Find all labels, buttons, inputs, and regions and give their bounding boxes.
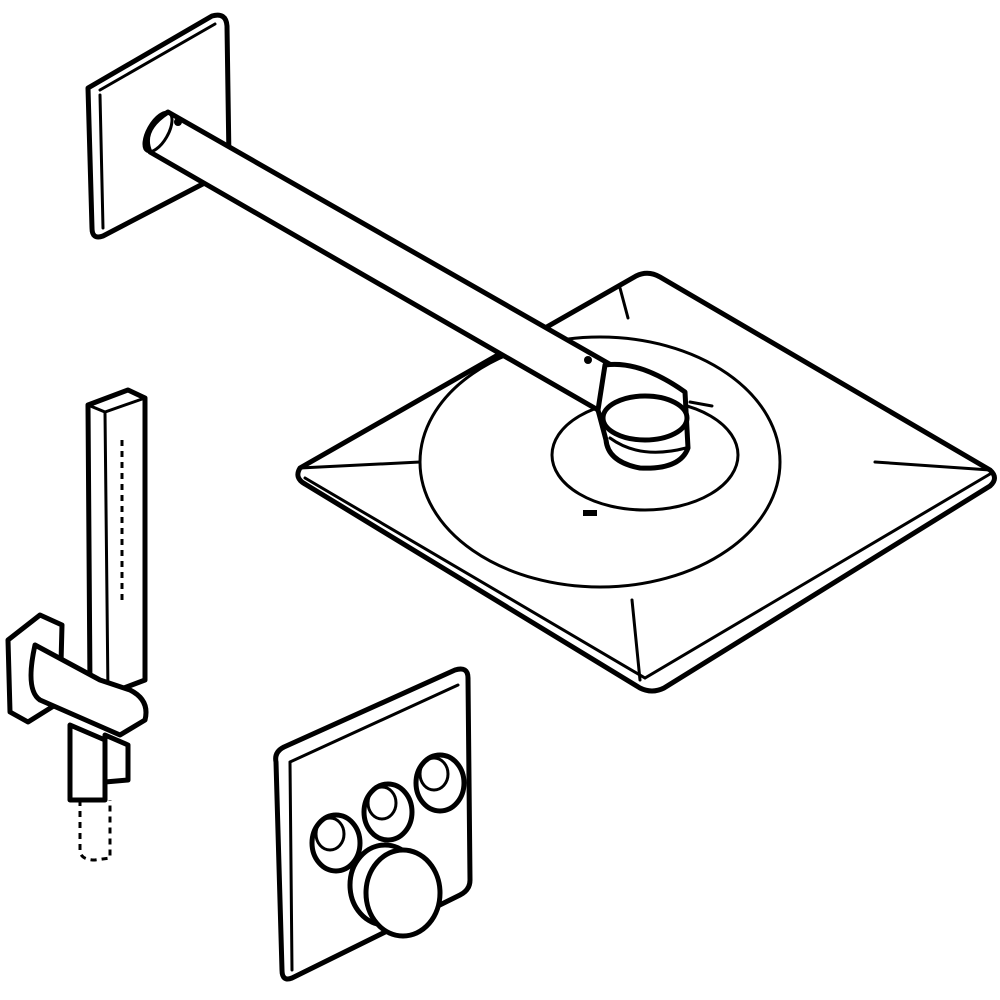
knob-3[interactable] <box>413 752 467 814</box>
knob-2[interactable] <box>361 781 415 843</box>
logo-mark <box>583 510 597 516</box>
hand-shower <box>85 387 148 697</box>
shower-hose <box>78 800 112 862</box>
thermostat-panel <box>273 666 473 982</box>
knob-1[interactable] <box>309 812 363 874</box>
head-shower <box>295 270 997 694</box>
temperature-dial[interactable] <box>347 842 443 939</box>
wall-holder <box>5 612 149 803</box>
shower-arm <box>142 109 714 471</box>
